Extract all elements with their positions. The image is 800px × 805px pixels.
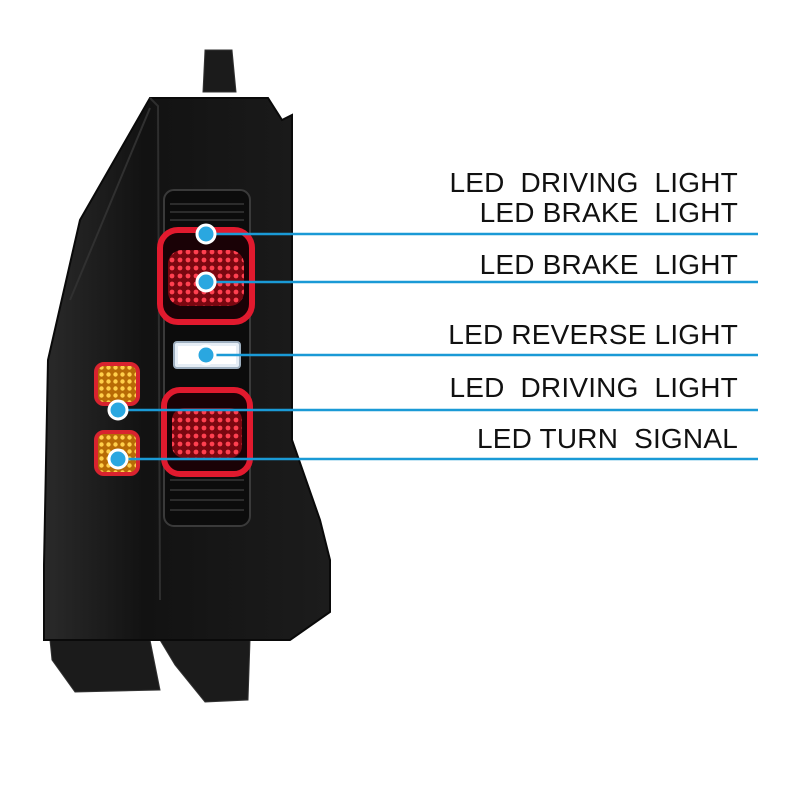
label-led-driving-light-upper: LED DRIVING LIGHT [449,167,738,198]
label-led-brake-light: LED BRAKE LIGHT [479,249,738,280]
callout-dot-brake-upper [195,271,217,293]
callout-dot-reverse [195,344,217,366]
label-led-brake-light-upper: LED BRAKE LIGHT [479,197,738,228]
label-led-reverse-light: LED REVERSE LIGHT [448,319,738,350]
callout-dot-driving-lower [107,399,129,421]
callout-lines [118,232,758,461]
label-led-driving-light-lower: LED DRIVING LIGHT [449,372,738,403]
lower-brake-lamp-leds [172,408,242,458]
callout-dot-turn [107,448,129,470]
callout-dots [107,223,217,470]
mounting-brackets [49,49,251,703]
callout-dot-driving-upper [195,223,217,245]
label-led-turn-signal: LED TURN SIGNAL [477,423,738,454]
upper-amber-lamp [94,362,140,406]
